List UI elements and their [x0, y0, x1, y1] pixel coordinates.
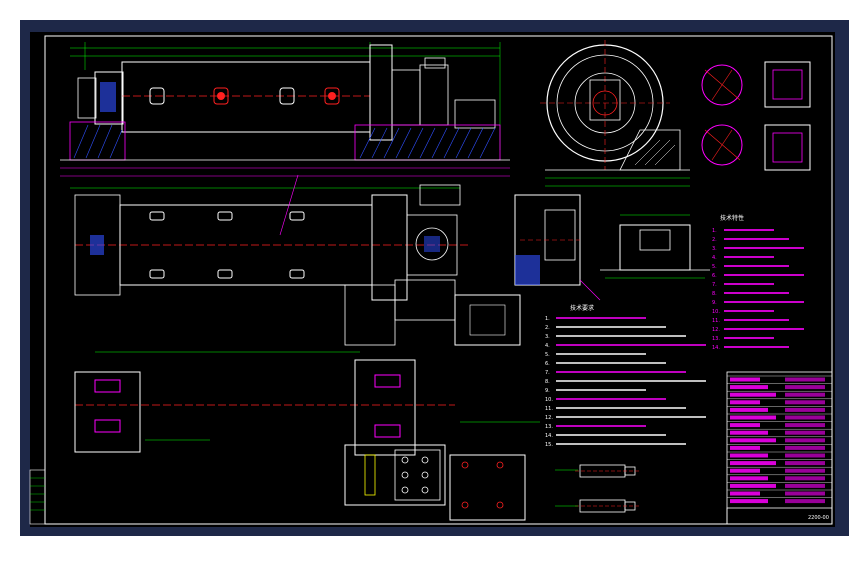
spec-number: 6. [712, 273, 717, 279]
parts-cell [785, 423, 825, 428]
parts-cell [730, 392, 776, 397]
spec-number: 1. [712, 228, 717, 234]
parts-cell [730, 476, 768, 481]
parts-cell [785, 392, 825, 397]
note-number: 10. [545, 397, 553, 403]
spec-number: 14. [712, 345, 720, 351]
foundation-left [69, 121, 126, 161]
note-number: 8. [545, 379, 550, 385]
note-number: 15. [545, 442, 553, 448]
spec-number: 11. [712, 318, 720, 324]
parts-cell [730, 438, 776, 443]
technical-specs: 技术特性 1. 2. 3. 4. 5. 6. 7. 8. 9. 10. 11. 12. 13. 14. [712, 214, 804, 351]
bearing-section [514, 194, 601, 301]
parts-cell [785, 407, 825, 412]
parts-cell [730, 491, 760, 496]
spec-number: 9. [712, 300, 717, 306]
shaft-details [555, 464, 640, 513]
girth-gear [369, 44, 393, 141]
parts-cell [730, 385, 768, 390]
spec-number: 13. [712, 336, 720, 342]
parts-cell [730, 377, 760, 382]
manhole-4 [324, 87, 340, 105]
parts-cell [730, 400, 760, 405]
parts-cell [785, 377, 825, 382]
note-number: 14. [545, 433, 553, 439]
parts-cell [730, 453, 768, 458]
parts-cell [730, 468, 760, 473]
parts-cell [785, 453, 825, 458]
notes-title: 技术要求 [570, 304, 594, 312]
parts-cell [785, 445, 825, 450]
parts-cell [730, 499, 768, 504]
sheet-border [44, 35, 833, 525]
elevation-view [60, 42, 510, 177]
spec-number: 7. [712, 282, 717, 288]
revision-strip [29, 469, 46, 525]
parts-cell [785, 438, 825, 443]
note-number: 1. [545, 316, 550, 322]
parts-cell [730, 461, 776, 466]
note-number: 4. [545, 343, 550, 349]
parts-cell [730, 415, 776, 420]
note-number: 6. [545, 361, 550, 367]
spec-number: 4. [712, 255, 717, 261]
parts-cell [785, 483, 825, 488]
note-number: 11. [545, 406, 553, 412]
parts-cell [785, 461, 825, 466]
plan-view [70, 174, 521, 346]
note-number: 13. [545, 424, 553, 430]
parts-cell [785, 476, 825, 481]
manhole-1 [149, 87, 165, 105]
manhole-3 [279, 87, 295, 105]
parts-cell [730, 430, 768, 435]
end-view [540, 40, 690, 187]
spec-number: 3. [712, 246, 717, 252]
parts-cell [785, 499, 825, 504]
motor [419, 64, 449, 126]
foundation-plan [74, 351, 540, 521]
spec-number: 5. [712, 264, 717, 270]
section-details [701, 61, 811, 171]
spec-number: 2. [712, 237, 717, 243]
parts-cell [785, 468, 825, 473]
note-number: 7. [545, 370, 550, 376]
note-number: 2. [545, 325, 550, 331]
motor-plan [454, 294, 521, 346]
parts-list: 2200-00 [726, 371, 833, 525]
spec-number: 8. [712, 291, 717, 297]
note-number: 12. [545, 415, 553, 421]
spec-number: 10. [712, 309, 720, 315]
parts-cell [785, 400, 825, 405]
drawing-number: 2200-00 [808, 515, 829, 521]
title-block [726, 507, 833, 525]
parts-cell [730, 423, 760, 428]
foundation-detail [600, 214, 710, 279]
parts-cell [785, 491, 825, 496]
note-number: 5. [545, 352, 550, 358]
technical-requirements: 技术要求 1. 2. 3. 4. 5. 6. 7. 8. 9. 10. 11. 12. 13. 14. 15… [545, 304, 706, 448]
note-number: 3. [545, 334, 550, 340]
parts-cell [730, 483, 776, 488]
parts-cell [730, 407, 768, 412]
parts-cell [785, 415, 825, 420]
reducer [454, 99, 496, 129]
specs-title: 技术特性 [720, 214, 744, 222]
parts-cell [785, 385, 825, 390]
spec-number: 12. [712, 327, 720, 333]
manhole-2 [213, 87, 229, 105]
parts-cell [785, 430, 825, 435]
parts-cell [730, 445, 760, 450]
note-number: 9. [545, 388, 550, 394]
